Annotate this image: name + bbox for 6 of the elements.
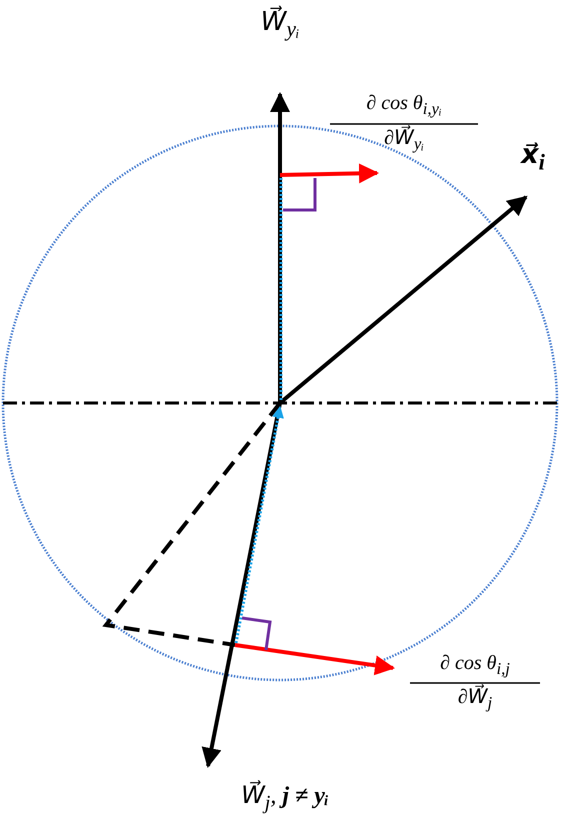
math-label: ∂W⃗$_{yᵢ}$ — [383, 127, 425, 154]
math-label: ∂W⃗$_{j}$ — [456, 686, 494, 712]
math-label: ∂ cos θ$_{i,yᵢ}$ — [365, 92, 443, 118]
math-label: x⃗$_{i}$ — [519, 140, 546, 176]
math-label: ∂ cos θ$_{i,j}$ — [439, 652, 511, 678]
math-label: W⃗$_{yᵢ}$ — [260, 8, 300, 42]
